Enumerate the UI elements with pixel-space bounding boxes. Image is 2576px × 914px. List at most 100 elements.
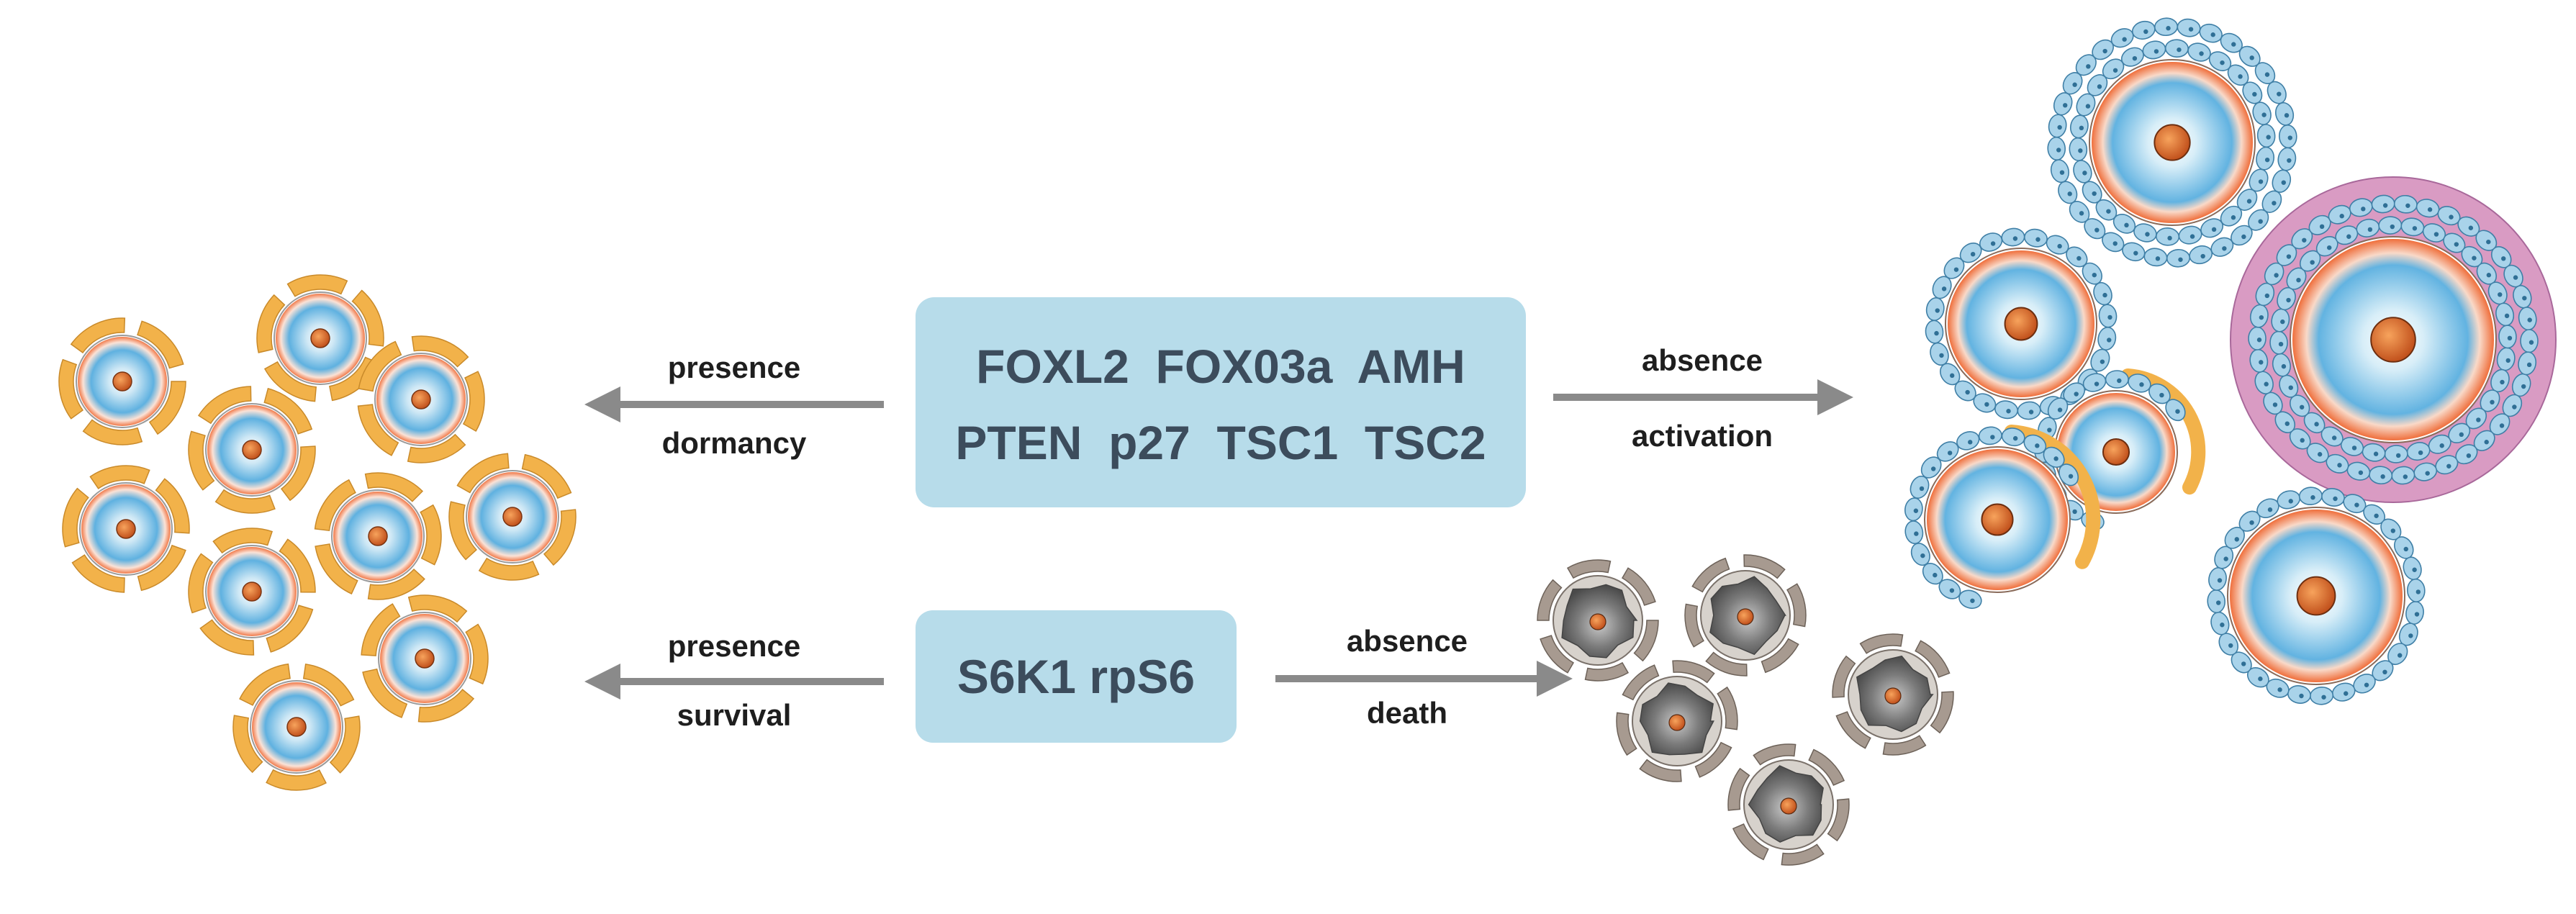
primordial-follicle bbox=[256, 274, 384, 402]
granulosa-cell bbox=[2098, 304, 2118, 328]
granulosa-nucleus bbox=[1941, 286, 1947, 291]
granulosa-nucleus bbox=[2028, 410, 2034, 415]
top-gene-box-bg bbox=[916, 297, 1526, 507]
oocyte-nucleus bbox=[286, 717, 307, 737]
granulosa-nucleus bbox=[2476, 417, 2481, 422]
granulosa-nucleus bbox=[2057, 125, 2062, 130]
granulosa-nucleus bbox=[2258, 219, 2263, 224]
granulosa-nucleus bbox=[2035, 237, 2041, 242]
granulosa-cell bbox=[2277, 490, 2301, 510]
oocyte-nucleus bbox=[1668, 714, 1686, 731]
degenerating-cell bbox=[1930, 691, 1954, 734]
granulosa-cell bbox=[2405, 601, 2424, 625]
granulosa-nucleus bbox=[2408, 633, 2413, 638]
degenerating-cell bbox=[1827, 798, 1850, 842]
granulosa-nucleus bbox=[2528, 340, 2534, 345]
granulosa-nucleus bbox=[2498, 292, 2503, 297]
bottom-gene-box: S6K1 rpS6 bbox=[916, 610, 1237, 743]
granulosa-nucleus bbox=[2403, 474, 2408, 479]
granulosa-nucleus bbox=[2228, 643, 2233, 648]
granulosa-nucleus bbox=[2501, 256, 2506, 261]
granulosa-nucleus bbox=[2094, 227, 2100, 232]
granulosa-nucleus bbox=[2231, 42, 2236, 47]
granulosa-cell bbox=[2248, 326, 2267, 350]
oocyte-nucleus bbox=[2102, 438, 2130, 466]
granulosa-nucleus bbox=[2264, 381, 2269, 386]
granulosa-nucleus bbox=[2107, 338, 2112, 343]
granulosa-cell bbox=[212, 528, 274, 554]
granulosa-nucleus bbox=[2267, 507, 2273, 512]
oocyte-nucleus bbox=[2296, 576, 2336, 616]
granulosa-nucleus bbox=[2277, 687, 2282, 692]
granulosa-nucleus bbox=[2425, 471, 2430, 476]
granulosa-cell bbox=[1994, 400, 2018, 420]
granulosa-nucleus bbox=[2504, 313, 2510, 319]
granulosa-cell bbox=[361, 603, 401, 656]
degenerating-cell bbox=[1705, 651, 1748, 677]
top-genes-line1: FOXL2 FOX03a AMH bbox=[976, 340, 1465, 393]
granulosa-nucleus bbox=[2266, 135, 2271, 140]
oocyte-nucleus bbox=[2154, 124, 2191, 161]
granulosa-nucleus bbox=[2513, 275, 2518, 280]
granulosa-cell bbox=[2050, 159, 2070, 184]
granulosa-nucleus bbox=[2258, 179, 2264, 184]
granulosa-nucleus bbox=[2390, 224, 2395, 230]
granulosa-nucleus bbox=[2167, 235, 2172, 241]
granulosa-nucleus bbox=[2100, 359, 2105, 364]
granulosa-nucleus bbox=[2112, 241, 2118, 246]
granulosa-nucleus bbox=[2454, 242, 2459, 247]
granulosa-nucleus bbox=[2500, 379, 2505, 385]
granulosa-nucleus bbox=[2139, 382, 2144, 387]
top-genes-line2: PTEN p27 TSC1 TSC2 bbox=[955, 416, 1486, 469]
granulosa-nucleus bbox=[2082, 171, 2087, 176]
granulosa-nucleus bbox=[2354, 502, 2359, 507]
granulosa-nucleus bbox=[2107, 315, 2112, 320]
granulosa-nucleus bbox=[2351, 445, 2357, 451]
granulosa-nucleus bbox=[1930, 466, 1936, 471]
granulosa-nucleus bbox=[2154, 49, 2159, 54]
atretic-follicles-group bbox=[1537, 554, 1954, 866]
granulosa-cell bbox=[286, 274, 348, 297]
oocyte-nucleus bbox=[310, 328, 330, 348]
granulosa-cell bbox=[2378, 216, 2403, 235]
granulosa-cell bbox=[478, 557, 540, 581]
granulosa-nucleus bbox=[1970, 251, 1976, 257]
granulosa-nucleus bbox=[2085, 104, 2091, 109]
oocyte-nucleus bbox=[2004, 307, 2038, 341]
granulosa-nucleus bbox=[2374, 513, 2379, 518]
granulosa-nucleus bbox=[2057, 407, 2063, 412]
granulosa-cell bbox=[2520, 329, 2539, 353]
degenerating-cell bbox=[1622, 664, 1660, 701]
oocyte-nucleus bbox=[1780, 797, 1797, 815]
granulosa-nucleus bbox=[2072, 82, 2077, 87]
granulosa-nucleus bbox=[2097, 84, 2102, 89]
primordial-follicle bbox=[188, 386, 316, 514]
granulosa-nucleus bbox=[2380, 474, 2385, 479]
granulosa-cell bbox=[2131, 20, 2156, 40]
granulosa-nucleus bbox=[2300, 438, 2305, 443]
granulosa-cell bbox=[239, 663, 291, 706]
granulosa-nucleus bbox=[1914, 531, 1919, 536]
granulosa-cell bbox=[137, 544, 186, 592]
granulosa-nucleus bbox=[1965, 389, 1970, 395]
granulosa-cell bbox=[280, 445, 316, 502]
granulosa-nucleus bbox=[2166, 26, 2171, 31]
granulosa-cell bbox=[58, 358, 84, 420]
granulosa-nucleus bbox=[1953, 267, 1959, 272]
granulosa-cell bbox=[199, 619, 255, 656]
granulosa-nucleus bbox=[2415, 589, 2421, 594]
granulosa-nucleus bbox=[2299, 404, 2305, 410]
granulosa-nucleus bbox=[2259, 315, 2264, 320]
granulosa-nucleus bbox=[2092, 272, 2097, 278]
degenerating-cell bbox=[1808, 748, 1845, 786]
degenerating-cell bbox=[1753, 743, 1797, 766]
granulosa-nucleus bbox=[2102, 292, 2107, 298]
granulosa-cell bbox=[2403, 556, 2422, 581]
oocyte-nucleus bbox=[502, 507, 523, 527]
granulosa-nucleus bbox=[2278, 341, 2284, 347]
granulosa-nucleus bbox=[2284, 421, 2290, 426]
atretic-follicle bbox=[1832, 633, 1954, 756]
granulosa-cell bbox=[2001, 227, 2025, 247]
granulosa-nucleus bbox=[2284, 113, 2290, 118]
granulosa-nucleus bbox=[2433, 232, 2439, 237]
